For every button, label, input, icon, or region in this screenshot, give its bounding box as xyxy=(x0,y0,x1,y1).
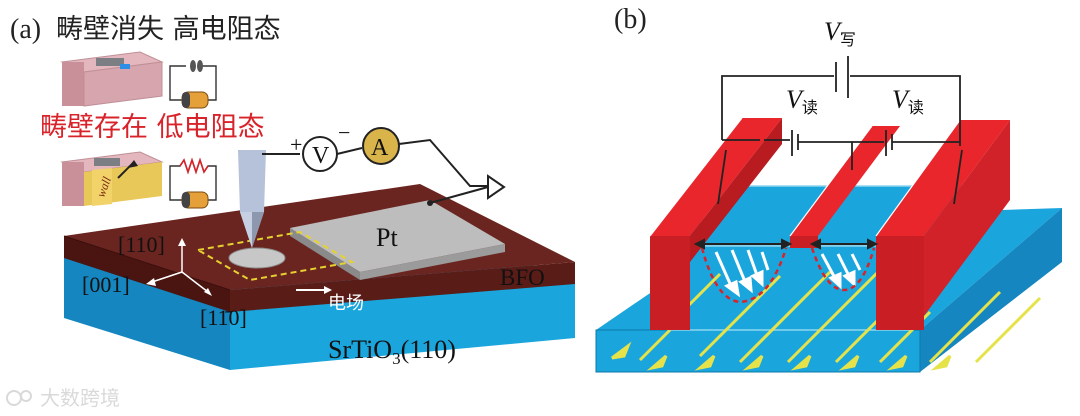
gap-arrows xyxy=(693,238,879,250)
circuit-no-wall xyxy=(169,60,217,109)
ammeter-label: A xyxy=(371,135,389,161)
scan-region xyxy=(195,230,355,282)
electrode-right xyxy=(875,119,1010,330)
axis-110-label: [110] xyxy=(118,232,165,257)
v-read-right-label: V读 xyxy=(892,85,924,117)
state-on-caption: 畴壁存在 低电阻态 xyxy=(40,112,265,143)
ground-arrow-icon xyxy=(487,174,506,200)
afm-tip xyxy=(228,150,286,269)
v-read-left-label: V读 xyxy=(786,85,818,117)
panel-a: (a) 畴壁消失 高电阻态 畴壁存在 低电阻态 xyxy=(10,14,575,370)
domain-wall-left xyxy=(700,247,788,304)
panel-b-label: (b) xyxy=(614,4,647,35)
plus-sign: + xyxy=(290,132,302,157)
v-write-label: V写 xyxy=(824,17,856,49)
panel-a-label: (a) xyxy=(10,14,41,45)
axis-001-label: [001] xyxy=(82,272,130,297)
electrode-middle xyxy=(789,125,900,248)
thumbnail-no-wall xyxy=(60,51,164,107)
pt-label: Pt xyxy=(376,223,398,252)
voltmeter-label: V xyxy=(312,143,330,169)
watermark: 大数跨境 xyxy=(6,386,120,410)
axis-1m10-label: [11̄0] xyxy=(200,305,247,330)
write-read-circuit xyxy=(717,56,963,205)
state-off-caption: 畴壁消失 高电阻态 xyxy=(56,14,281,45)
panel-b: (b) xyxy=(595,4,1062,373)
pt-electrode: Pt xyxy=(290,200,505,280)
field-arrow: 电场 xyxy=(296,286,364,314)
electrode-left xyxy=(649,117,782,330)
watermark-text: 大数跨境 xyxy=(40,386,120,410)
field-label: 电场 xyxy=(328,293,364,314)
substrate-label: SrTiO3(110) xyxy=(328,335,456,368)
measurement-circuit: V + − A xyxy=(262,120,506,206)
wall-label: wall xyxy=(94,174,114,199)
crystal-axes: [110] [001] [11̄0] xyxy=(82,232,247,330)
circuit-with-wall xyxy=(169,157,217,209)
minus-sign: − xyxy=(338,120,350,145)
domain-wall-right xyxy=(810,247,876,292)
ammeter-icon xyxy=(362,127,400,165)
watermark-logo-icon xyxy=(6,390,22,406)
thumbnail-with-wall: wall xyxy=(60,151,164,206)
bfo-label: BFO xyxy=(500,265,545,290)
